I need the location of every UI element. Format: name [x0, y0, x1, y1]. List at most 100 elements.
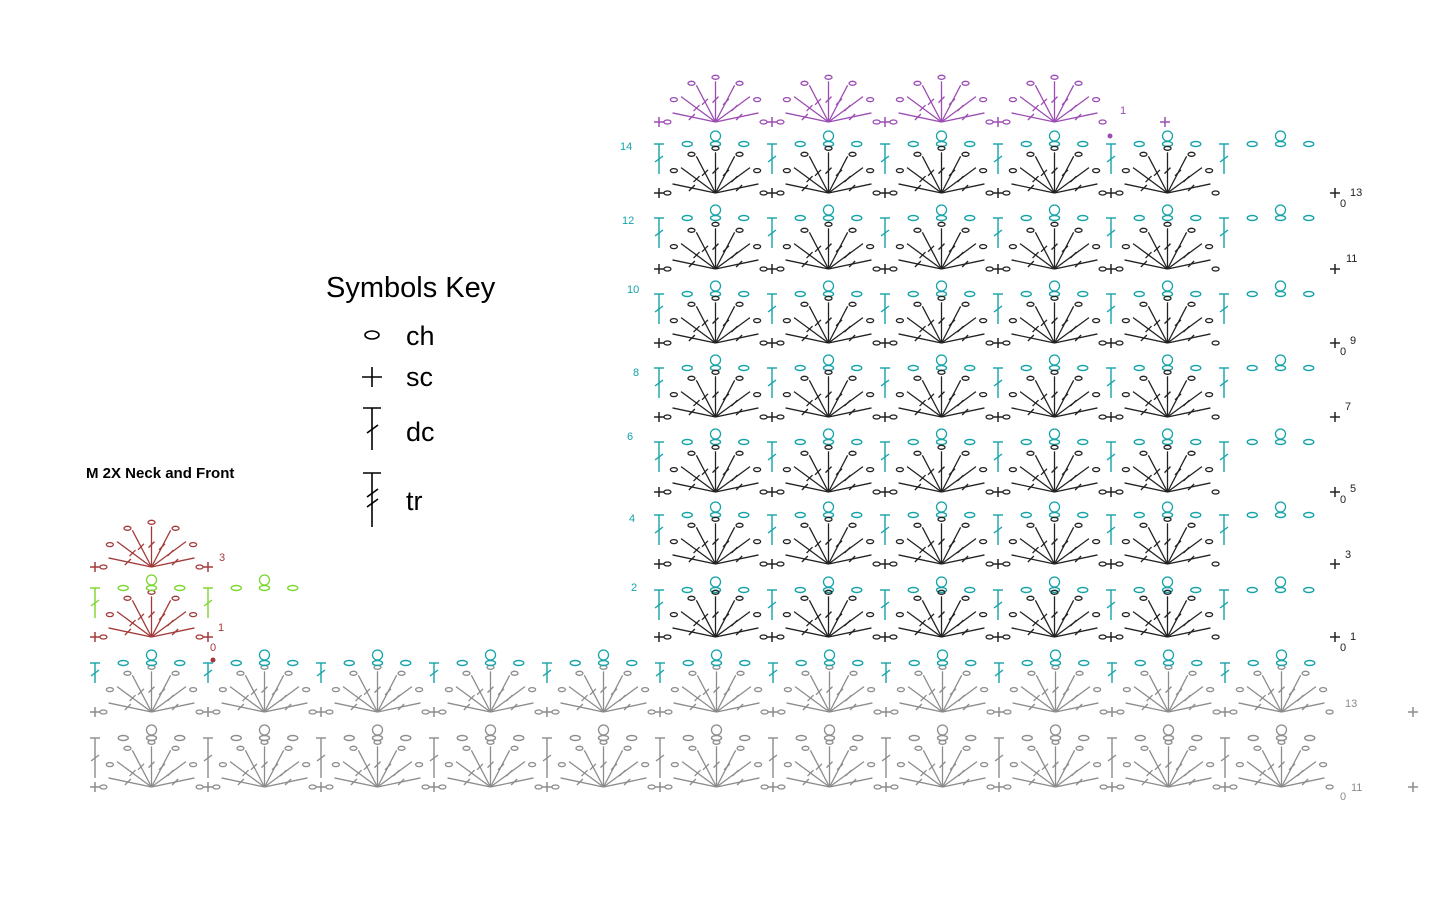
sc-symbol	[1106, 338, 1116, 348]
sc-symbol	[1106, 559, 1116, 569]
picot-symbol	[937, 577, 947, 587]
shell-symbol	[1117, 740, 1220, 789]
shell-symbol	[890, 75, 993, 124]
picot-symbol	[1276, 131, 1286, 141]
ch-symbol	[1191, 588, 1201, 593]
ch-symbol	[1276, 513, 1286, 518]
sc-symbol	[993, 338, 1003, 348]
dc-symbol	[90, 738, 100, 778]
ch-symbol	[937, 216, 947, 221]
picot-symbol	[1277, 725, 1287, 735]
ch-symbol	[852, 142, 862, 147]
sc-symbol	[880, 487, 890, 497]
picot-symbol	[147, 725, 157, 735]
shell-symbol	[1003, 222, 1106, 271]
ch-symbol	[1304, 513, 1314, 518]
shell-symbol	[100, 665, 203, 714]
picot-symbol	[147, 575, 157, 585]
ch-symbol	[682, 588, 692, 593]
shell-symbol	[1003, 517, 1106, 566]
sc-symbol	[654, 188, 664, 198]
dc-symbol	[655, 663, 665, 683]
ch-symbol	[1247, 216, 1257, 221]
ch-symbol	[514, 736, 524, 741]
sc-symbol	[542, 782, 552, 792]
ch-symbol	[739, 142, 749, 147]
sc-symbol	[1106, 412, 1116, 422]
shell-symbol	[213, 740, 316, 789]
dc-symbol	[1219, 294, 1229, 324]
shell-symbol	[777, 222, 880, 271]
ch-symbol	[1305, 736, 1315, 741]
ch-symbol	[118, 736, 128, 741]
ch-symbol	[118, 586, 128, 591]
dc-symbol	[90, 588, 100, 618]
dc-symbol	[993, 442, 1003, 472]
shell-symbol	[664, 296, 767, 345]
shell-symbol	[100, 740, 203, 789]
dc-symbol	[880, 144, 890, 174]
picot-symbol	[1050, 131, 1060, 141]
ch-symbol	[288, 586, 298, 591]
dc-symbol	[993, 590, 1003, 620]
dc-symbol	[1107, 663, 1117, 683]
ch-symbol	[344, 736, 354, 741]
sc-symbol	[90, 707, 100, 717]
ch-symbol	[739, 292, 749, 297]
sc-symbol	[880, 412, 890, 422]
ch-symbol	[739, 588, 749, 593]
shell-symbol	[1116, 590, 1219, 639]
shell-symbol	[664, 75, 767, 124]
ch-symbol	[1247, 142, 1257, 147]
ch-symbol	[852, 588, 862, 593]
dc-symbol	[767, 294, 777, 324]
ch-symbol	[740, 661, 750, 666]
row-number: 13	[1345, 698, 1357, 710]
chain-stitch-icon	[365, 331, 379, 339]
row-number: 10	[627, 284, 639, 296]
ch-symbol	[824, 216, 834, 221]
sc-symbol	[1106, 188, 1116, 198]
ch-symbol	[740, 736, 750, 741]
shell-symbol	[552, 740, 655, 789]
sc-symbol	[203, 782, 213, 792]
ch-symbol	[627, 661, 637, 666]
picot-symbol	[1050, 429, 1060, 439]
shell-symbol	[778, 740, 881, 789]
dc-symbol	[880, 218, 890, 248]
shell-symbol	[1003, 370, 1106, 419]
shell-symbol	[1116, 370, 1219, 419]
ch-symbol	[457, 661, 467, 666]
ch-symbol	[795, 440, 805, 445]
dc-symbol	[880, 515, 890, 545]
sc-symbol	[654, 412, 664, 422]
shell-symbol	[326, 665, 429, 714]
shell-symbol	[439, 740, 542, 789]
ch-symbol	[682, 513, 692, 518]
ch-symbol	[175, 586, 185, 591]
ch-symbol	[965, 216, 975, 221]
sc-symbol	[1330, 412, 1340, 422]
row-number: 12	[622, 215, 634, 227]
picot-symbol	[824, 577, 834, 587]
ch-symbol	[908, 292, 918, 297]
ch-symbol	[682, 216, 692, 221]
key-label-sc: sc	[406, 362, 433, 392]
shell-symbol	[1003, 445, 1106, 494]
shell-symbol	[1003, 75, 1106, 124]
ch-symbol	[175, 736, 185, 741]
shell-symbol	[1004, 740, 1107, 789]
sc-symbol	[1408, 707, 1418, 717]
sc-symbol	[767, 264, 777, 274]
picot-symbol	[1050, 205, 1060, 215]
picot-symbol	[937, 281, 947, 291]
ch-symbol	[795, 366, 805, 371]
sc-symbol	[1330, 264, 1340, 274]
picot-symbol	[599, 725, 609, 735]
ch-symbol	[1021, 292, 1031, 297]
row-number: 3	[1345, 549, 1351, 561]
sc-symbol	[880, 117, 890, 127]
dc-symbol	[90, 663, 100, 683]
ch-symbol	[1276, 142, 1286, 147]
shell-symbol	[890, 517, 993, 566]
